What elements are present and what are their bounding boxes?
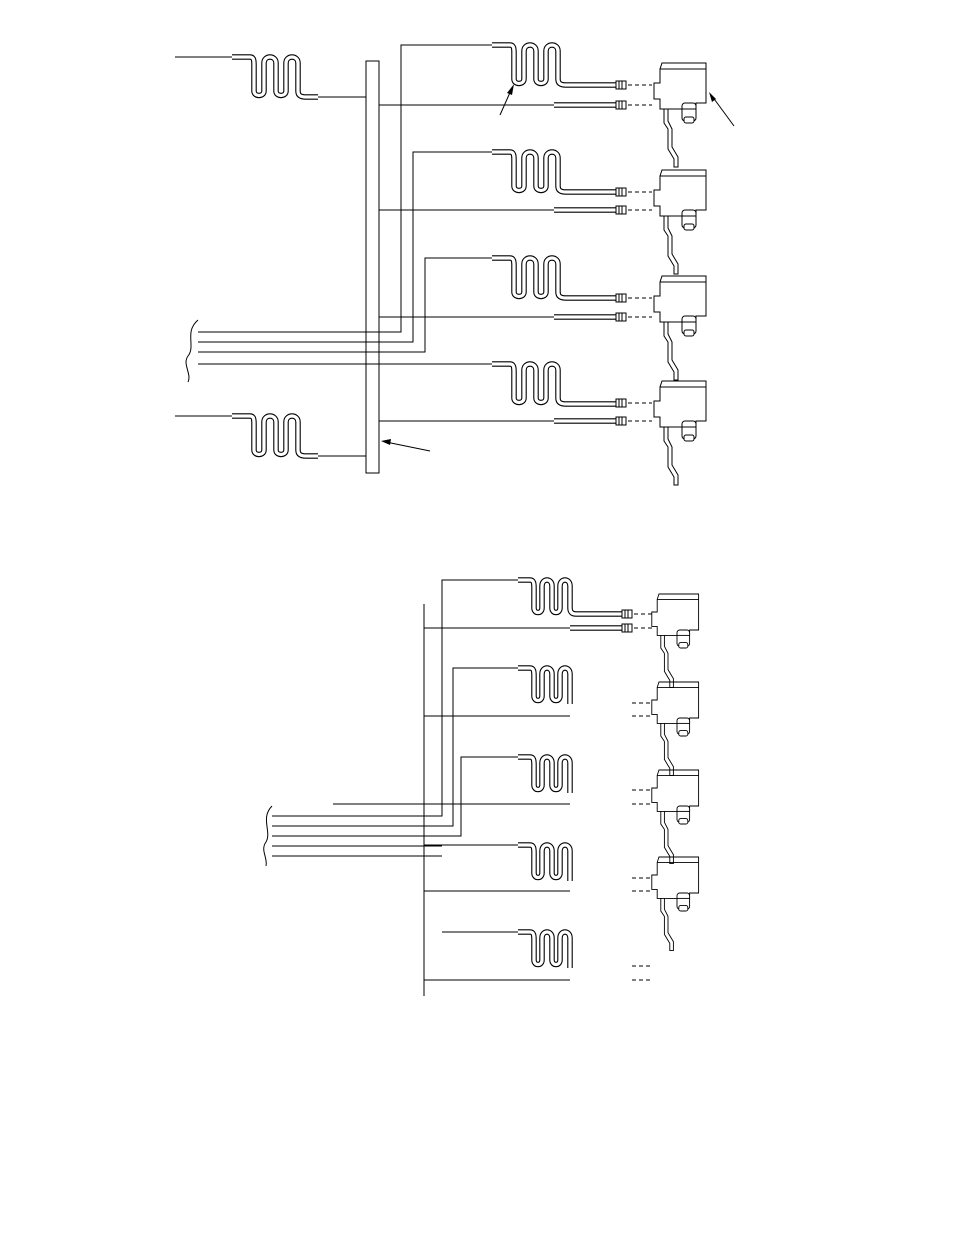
lower-feed-3 [272,757,518,836]
break-symbol [186,320,198,382]
lower-diagram [264,580,699,996]
leader-arrow-coil [500,84,514,115]
upper-diagram [175,45,734,485]
manifold-bar [366,61,379,473]
upper-unit-2 [492,152,706,274]
feed-line-3 [198,258,492,352]
lower-coil-5 [518,932,570,968]
valve-icon [654,381,706,485]
leader-arrow-manifold [381,439,430,451]
lower-break-symbol [264,806,272,866]
lower-coil-2 [518,668,570,704]
lower-valve-4 [652,857,699,951]
lower-valve-1 [652,594,699,688]
lower-coil-4 [518,845,570,881]
lower-valve-2 [652,682,699,776]
lower-feed-1 [272,580,518,816]
lower-coil-3 [518,757,570,793]
leader-arrow-valve [709,92,734,126]
lower-feed-2 [272,668,518,826]
inlet-coil-bottom [232,416,318,456]
upper-unit-4 [492,364,706,485]
feed-line-1 [198,45,492,332]
inlet-coil-top [232,57,318,97]
valve-icon [654,276,706,380]
upper-unit-3 [492,258,706,380]
valve-icon [654,63,706,167]
valve-icon [654,170,706,274]
lower-coil-1 [518,580,622,614]
feed-line-2 [198,152,492,342]
upper-unit-1 [492,45,706,167]
lower-valve-3 [652,770,699,864]
